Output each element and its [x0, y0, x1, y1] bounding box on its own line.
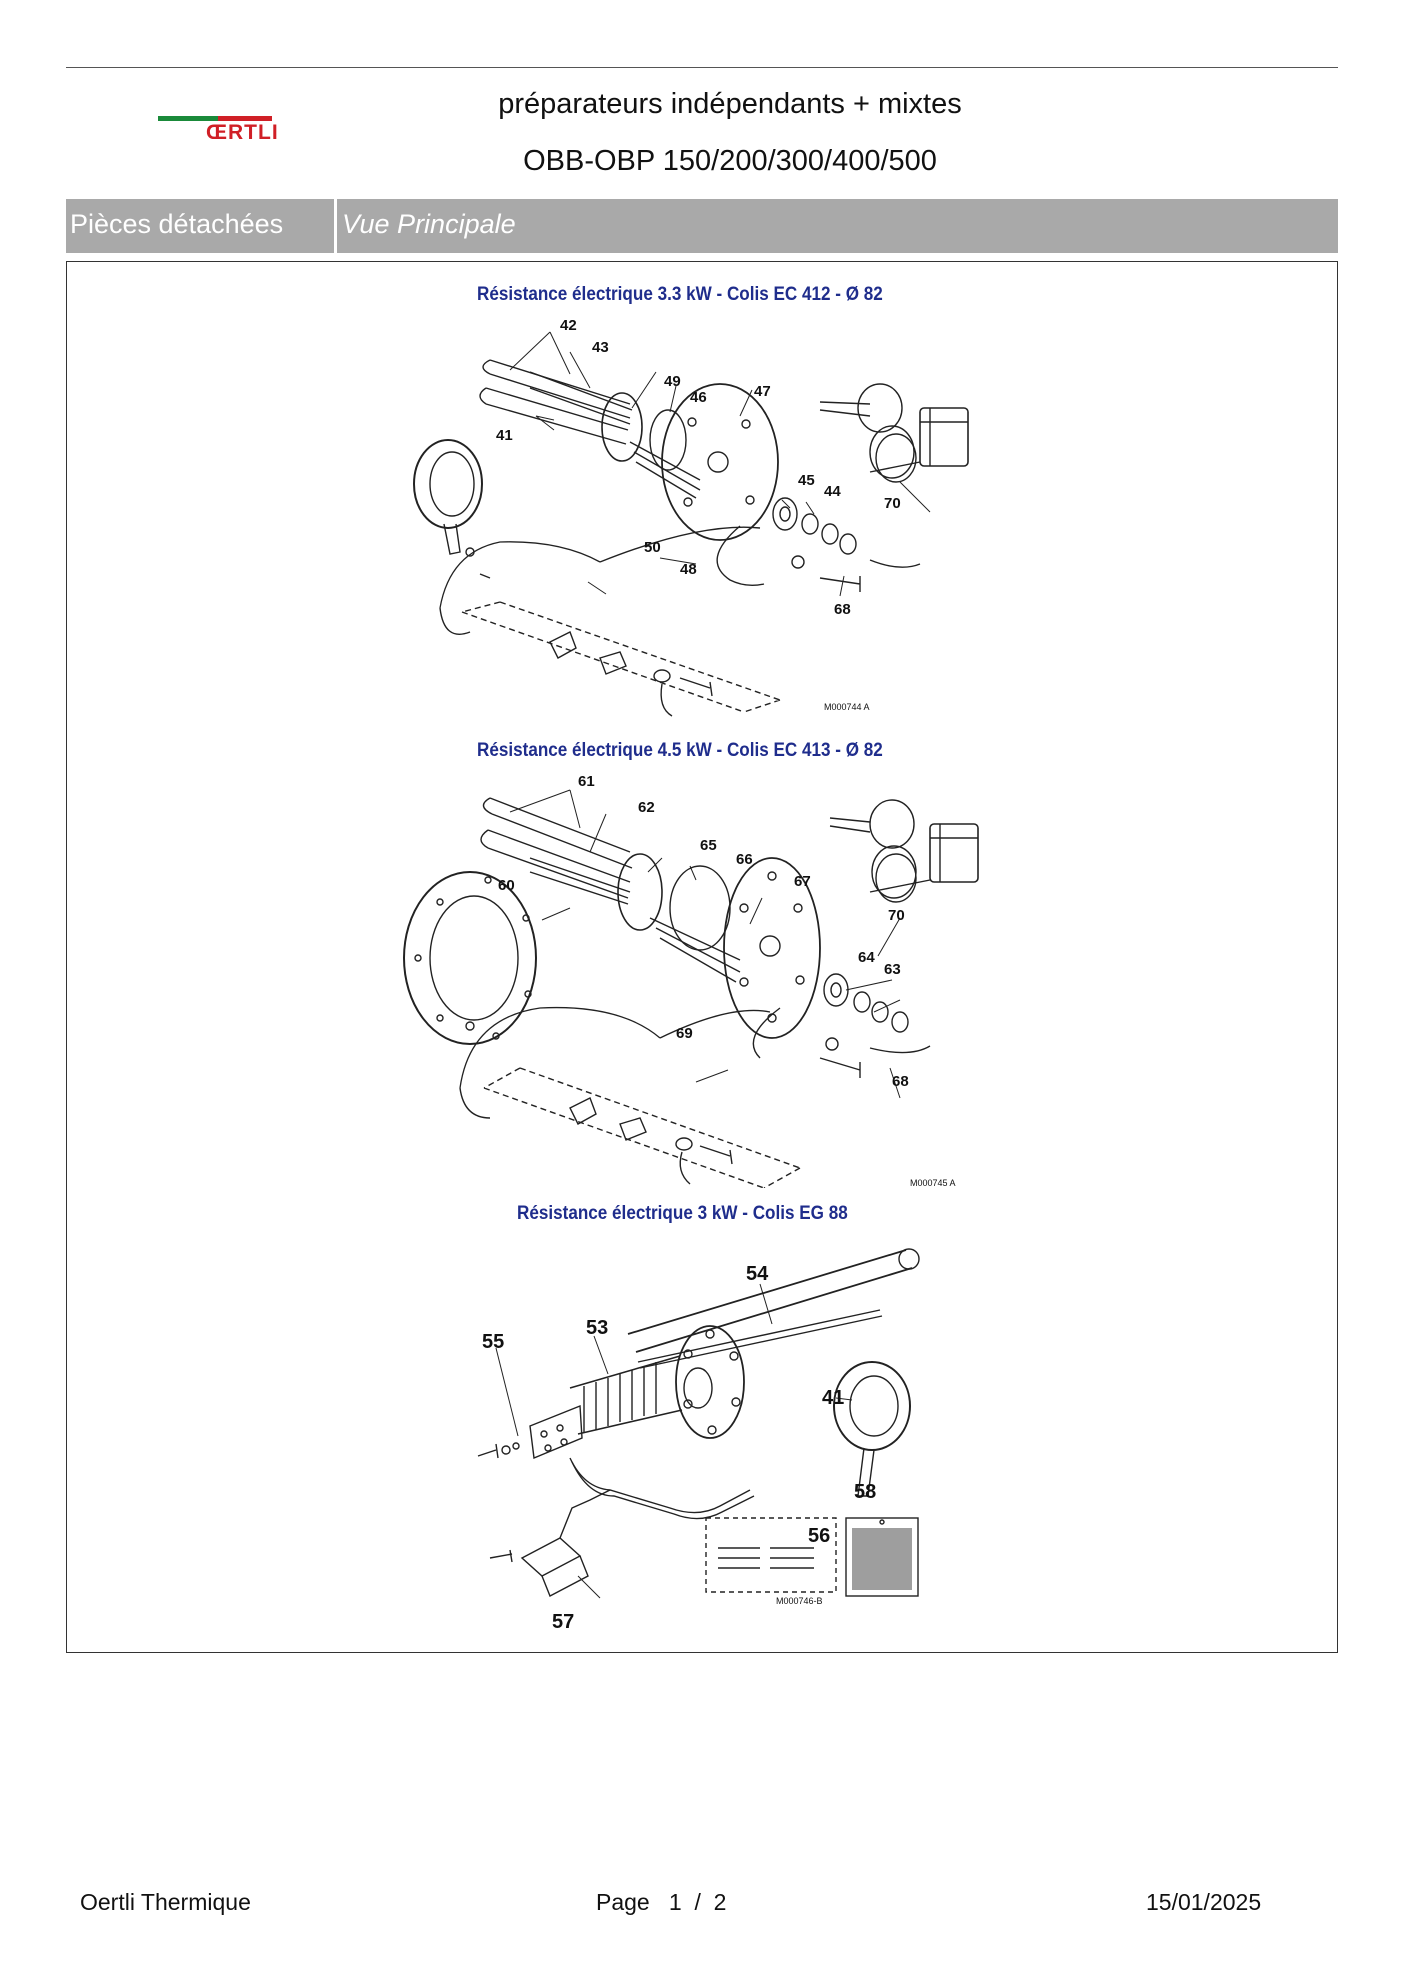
diagram-3-title: Résistance électrique 3 kW - Colis EG 88: [517, 1203, 848, 1224]
part-label: 64: [858, 949, 875, 966]
part-label: 66: [736, 851, 753, 868]
document-subtitle: OBB-OBP 150/200/300/400/500: [523, 145, 937, 177]
drawing-reference: M000745 A: [910, 1178, 956, 1188]
logo-stripe: [158, 116, 272, 121]
diagram-3-drawing: 54 53 55 41 58 56 57 M000746-B: [460, 1238, 980, 1638]
part-label: 49: [664, 373, 681, 390]
page-label: Page: [596, 1889, 650, 1915]
part-label: 65: [700, 837, 717, 854]
part-label: 58: [854, 1481, 876, 1503]
part-label: 67: [794, 873, 811, 890]
section-divider: [334, 199, 337, 253]
part-label: 57: [552, 1611, 574, 1633]
part-label: 45: [798, 472, 815, 489]
part-label: 61: [578, 773, 595, 790]
part-label: 54: [746, 1263, 769, 1285]
diagram-1-title: Résistance électrique 3.3 kW - Colis EC …: [477, 284, 883, 305]
top-rule: [66, 67, 1338, 68]
part-label: 62: [638, 799, 655, 816]
part-label: 53: [586, 1317, 608, 1339]
part-label: 55: [482, 1331, 504, 1353]
oertli-logo: ŒRTLI: [158, 112, 308, 152]
part-label: 47: [754, 383, 771, 400]
part-label: 63: [884, 961, 901, 978]
part-label: 41: [822, 1387, 844, 1409]
page-current: 1: [668, 1889, 682, 1915]
part-label: 60: [498, 877, 515, 894]
part-label: 42: [560, 317, 577, 334]
view-label: Vue Principale: [342, 209, 516, 239]
drawing-reference: M000744 A: [824, 702, 870, 712]
part-label: 70: [884, 495, 901, 512]
footer-date: 15/01/2025: [1146, 1889, 1262, 1915]
part-label: 70: [888, 907, 905, 924]
part-label: 41: [496, 427, 513, 444]
logo-text: ŒRTLI: [206, 121, 279, 144]
part-label: 44: [824, 483, 841, 500]
part-label: 50: [644, 539, 661, 556]
document-title: préparateurs indépendants + mixtes: [498, 88, 962, 120]
section-label: Pièces détachées: [70, 209, 284, 239]
diagram-frame: [66, 261, 1338, 1653]
drawing-reference: M000746-B: [776, 1596, 823, 1606]
part-label: 43: [592, 339, 609, 356]
part-label: 46: [690, 389, 707, 406]
part-label: 56: [808, 1525, 830, 1547]
footer-company: Oertli Thermique: [80, 1889, 251, 1915]
page-total: 2: [713, 1889, 727, 1915]
footer-page: Page 1 / 2: [596, 1889, 726, 1916]
diagram-2-title: Résistance électrique 4.5 kW - Colis EC …: [477, 740, 883, 761]
part-label: 69: [676, 1025, 693, 1042]
part-label: 48: [680, 561, 697, 578]
part-label: 68: [892, 1073, 909, 1090]
diagram-1-drawing: 42 43 49 46 47 41 45 44 70 50 48 68 M000…: [400, 312, 1000, 722]
diagram-2-drawing: 61 62 65 66 67 60 70 64 63 69 68 M000745…: [400, 768, 1000, 1188]
section-bar: Pièces détachées Vue Principale: [66, 199, 1338, 253]
page-separator: /: [694, 1889, 701, 1915]
part-label: 68: [834, 601, 851, 618]
